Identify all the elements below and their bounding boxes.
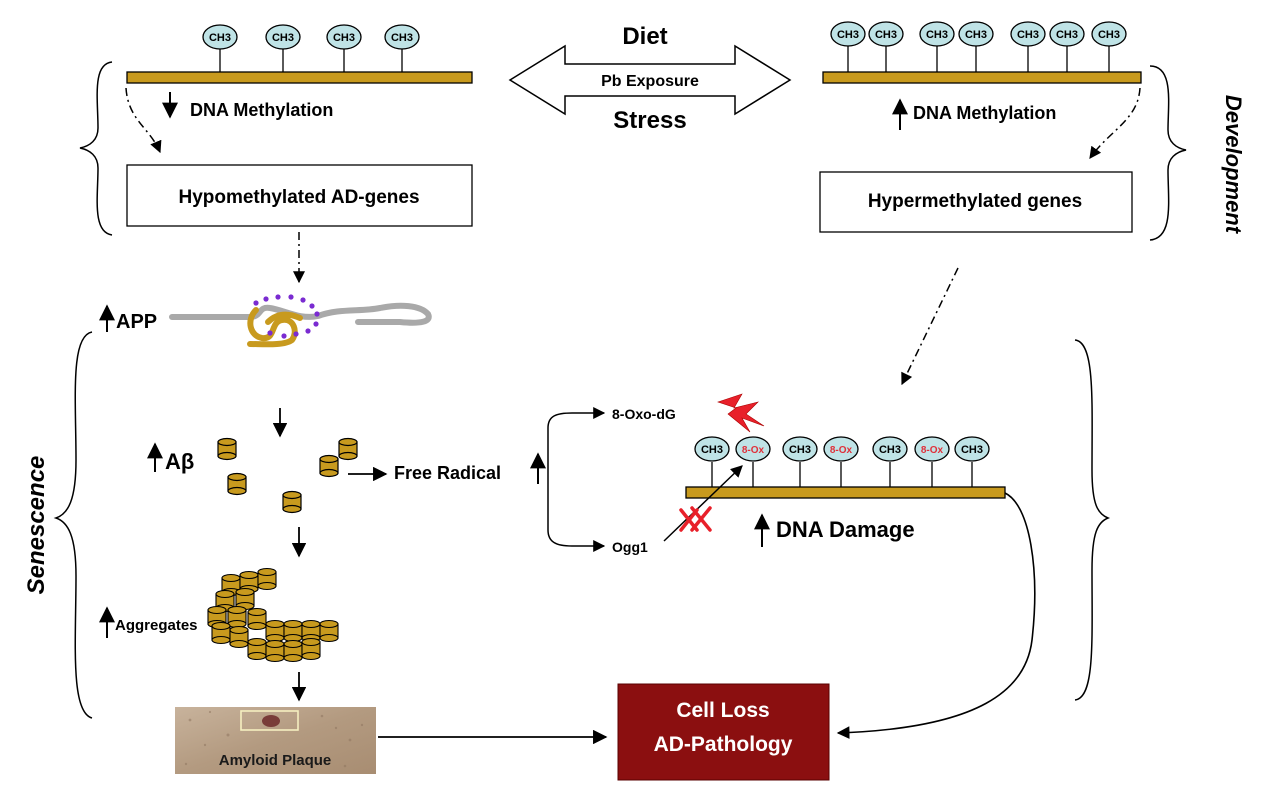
ad-pathology-label: AD-Pathology [654, 733, 793, 756]
environment-factors: Diet Pb Exposure Stress [508, 23, 792, 134]
dna-strand-left [126, 71, 473, 84]
bracket-arrow-bottom [547, 440, 606, 552]
curved-arrow [836, 492, 1036, 739]
methyl-marker: CH3 [202, 24, 238, 50]
left-top-brace [79, 61, 113, 236]
hypomethylated-label: Hypomethylated AD-genes [178, 187, 419, 208]
svg-text:CH3: CH3 [333, 32, 355, 44]
dna-methylation-right-label: DNA Methylation [913, 103, 1056, 123]
marker-label: CH3 [961, 444, 983, 456]
svg-text:CH3: CH3 [837, 29, 859, 41]
methyl-marker: CH3 [1010, 21, 1046, 47]
ogg1-label: Ogg1 [612, 539, 648, 555]
damaged-strand-markers: CH3 8-Ox CH3 8-Ox CH3 8-Ox CH3 [694, 436, 990, 487]
methyl-marker: CH3 [384, 24, 420, 50]
double-arrow [508, 44, 792, 116]
dashdot-arrow [125, 87, 162, 154]
svg-text:CH3: CH3 [391, 32, 413, 44]
methyl-marker: CH3 [919, 21, 955, 47]
senescence-group: Senescence APP Aβ [23, 294, 546, 774]
methyl-marker: CH3 [265, 24, 301, 50]
right-top-brace [1149, 65, 1187, 241]
cell-loss-box: Cell Loss AD-Pathology [617, 683, 830, 781]
senescence-right-brace [1074, 339, 1111, 701]
blocked-x-icon [679, 506, 712, 532]
methyl-marker: CH3 [954, 436, 990, 487]
dashdot-arrow [901, 267, 959, 386]
svg-text:CH3: CH3 [926, 29, 948, 41]
hypomethylated-box [126, 164, 473, 227]
lightning-icon [717, 393, 765, 433]
methyl-marker: CH3 [1091, 21, 1127, 47]
methyl-marker: CH3 [872, 436, 908, 487]
abeta-label: Aβ [165, 449, 194, 474]
svg-text:CH3: CH3 [1098, 29, 1120, 41]
svg-text:CH3: CH3 [1056, 29, 1078, 41]
svg-text:CH3: CH3 [875, 29, 897, 41]
marker-label: 8-Ox [921, 445, 944, 456]
app-protein-icon [169, 294, 432, 348]
hypermethylated-label: Hypermethylated genes [868, 191, 1082, 212]
abeta-monomers-icon [217, 437, 358, 514]
methyl-marker: CH3 [694, 436, 730, 487]
methyl-marker: CH3 [830, 21, 866, 47]
stress-label: Stress [613, 107, 686, 134]
oxidized-marker: 8-Ox [823, 436, 859, 487]
marker-label: CH3 [701, 444, 723, 456]
aggregates-label: Aggregates [115, 617, 198, 634]
left-methylation-group: CH3 CH3 CH3 CH3 DNA Methylation Hypometh… [79, 24, 473, 236]
marker-label: CH3 [879, 444, 901, 456]
methyl-marker: CH3 [326, 24, 362, 50]
dna-damage-group: 8-Oxo-dG Ogg1 CH3 8-Ox CH3 8-Ox CH3 8-Ox CH3 D… [547, 339, 1111, 739]
pb-exposure-label: Pb Exposure [601, 73, 699, 90]
svg-text:CH3: CH3 [965, 29, 987, 41]
right-methyl-groups: CH3 CH3 CH3 CH3 CH3 CH3 CH3 [830, 21, 1127, 72]
cell-loss-label: Cell Loss [676, 699, 769, 722]
dna-damage-label: DNA Damage [776, 517, 915, 542]
bracket-arrow-top [547, 407, 606, 440]
development-label: Development [1221, 95, 1246, 235]
senescence-brace [53, 331, 93, 719]
dna-strand-right [822, 71, 1142, 84]
amyloid-plaque-label: Amyloid Plaque [219, 752, 332, 769]
diet-label: Diet [622, 23, 667, 50]
aggregates-icon [207, 567, 339, 663]
methyl-marker: CH3 [868, 21, 904, 47]
svg-text:CH3: CH3 [209, 32, 231, 44]
methyl-marker: CH3 [958, 21, 994, 47]
left-methyl-groups: CH3 CH3 CH3 CH3 [202, 24, 420, 72]
app-label: APP [116, 311, 157, 333]
oxo-dg-label: 8-Oxo-dG [612, 406, 676, 422]
right-methylation-group: CH3 CH3 CH3 CH3 CH3 CH3 CH3 DNA Methylat… [819, 21, 1246, 241]
ogg1-repair-arrow [663, 465, 743, 542]
oxidized-marker: 8-Ox [735, 436, 771, 487]
amyloid-plaque-image [175, 707, 376, 774]
dna-strand-damaged [685, 486, 1006, 499]
free-radical-label: Free Radical [394, 463, 501, 483]
marker-label: 8-Ox [830, 445, 853, 456]
dna-methylation-left-label: DNA Methylation [190, 100, 333, 120]
svg-text:CH3: CH3 [1017, 29, 1039, 41]
hypermethylated-box [819, 171, 1133, 233]
marker-label: CH3 [789, 444, 811, 456]
marker-label: 8-Ox [742, 445, 765, 456]
methyl-marker: CH3 [782, 436, 818, 487]
svg-text:CH3: CH3 [272, 32, 294, 44]
senescence-label: Senescence [23, 456, 50, 595]
oxidized-marker: 8-Ox [914, 436, 950, 487]
methyl-marker: CH3 [1049, 21, 1085, 47]
dashdot-arrow [1089, 87, 1141, 159]
